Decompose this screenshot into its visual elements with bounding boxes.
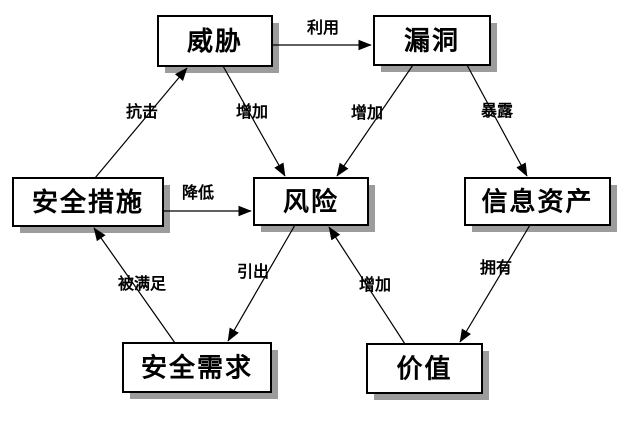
edge-resist-label: 抗击 (126, 102, 158, 121)
edge-increase-from-vuln (336, 64, 414, 177)
edge-own (459, 224, 531, 343)
node-value (366, 343, 483, 394)
node-threat (157, 15, 273, 67)
edge-lead-to-label: 引出 (237, 262, 269, 281)
edge-satisfied-by (93, 227, 176, 344)
edge-increase-from-value (328, 226, 406, 345)
node-risk (253, 177, 369, 226)
node-security-requirements (122, 342, 272, 393)
node-security-requirements-label: 安全需求 (141, 353, 253, 383)
node-risk-label: 风险 (283, 187, 339, 217)
node-security-measures-label: 安全措施 (32, 187, 144, 217)
node-information-assets-label: 信息资产 (481, 187, 593, 217)
edge-increase-from-threat-label: 增加 (236, 102, 268, 121)
node-information-assets (464, 177, 611, 226)
node-vulnerability (373, 15, 491, 66)
node-security-measures (12, 177, 164, 227)
edge-increase-from-threat (222, 65, 286, 177)
edge-satisfied-by-label: 被满足 (118, 274, 167, 293)
edge-expose-label: 暴露 (480, 102, 514, 120)
edge-exploit-label: 利用 (307, 18, 339, 37)
edge-increase-from-vuln-label: 增加 (351, 103, 383, 122)
node-threat-label: 威胁 (187, 26, 243, 56)
edge-increase-from-value-label: 增加 (359, 275, 391, 294)
node-value-label: 价值 (396, 354, 452, 384)
edge-reduce-label: 降低 (182, 183, 214, 202)
edge-lead-to (227, 224, 296, 342)
edge-resist (94, 67, 188, 179)
edge-expose (466, 64, 528, 177)
edge-own-label: 拥有 (480, 258, 512, 277)
node-vulnerability-label: 漏洞 (404, 26, 460, 56)
